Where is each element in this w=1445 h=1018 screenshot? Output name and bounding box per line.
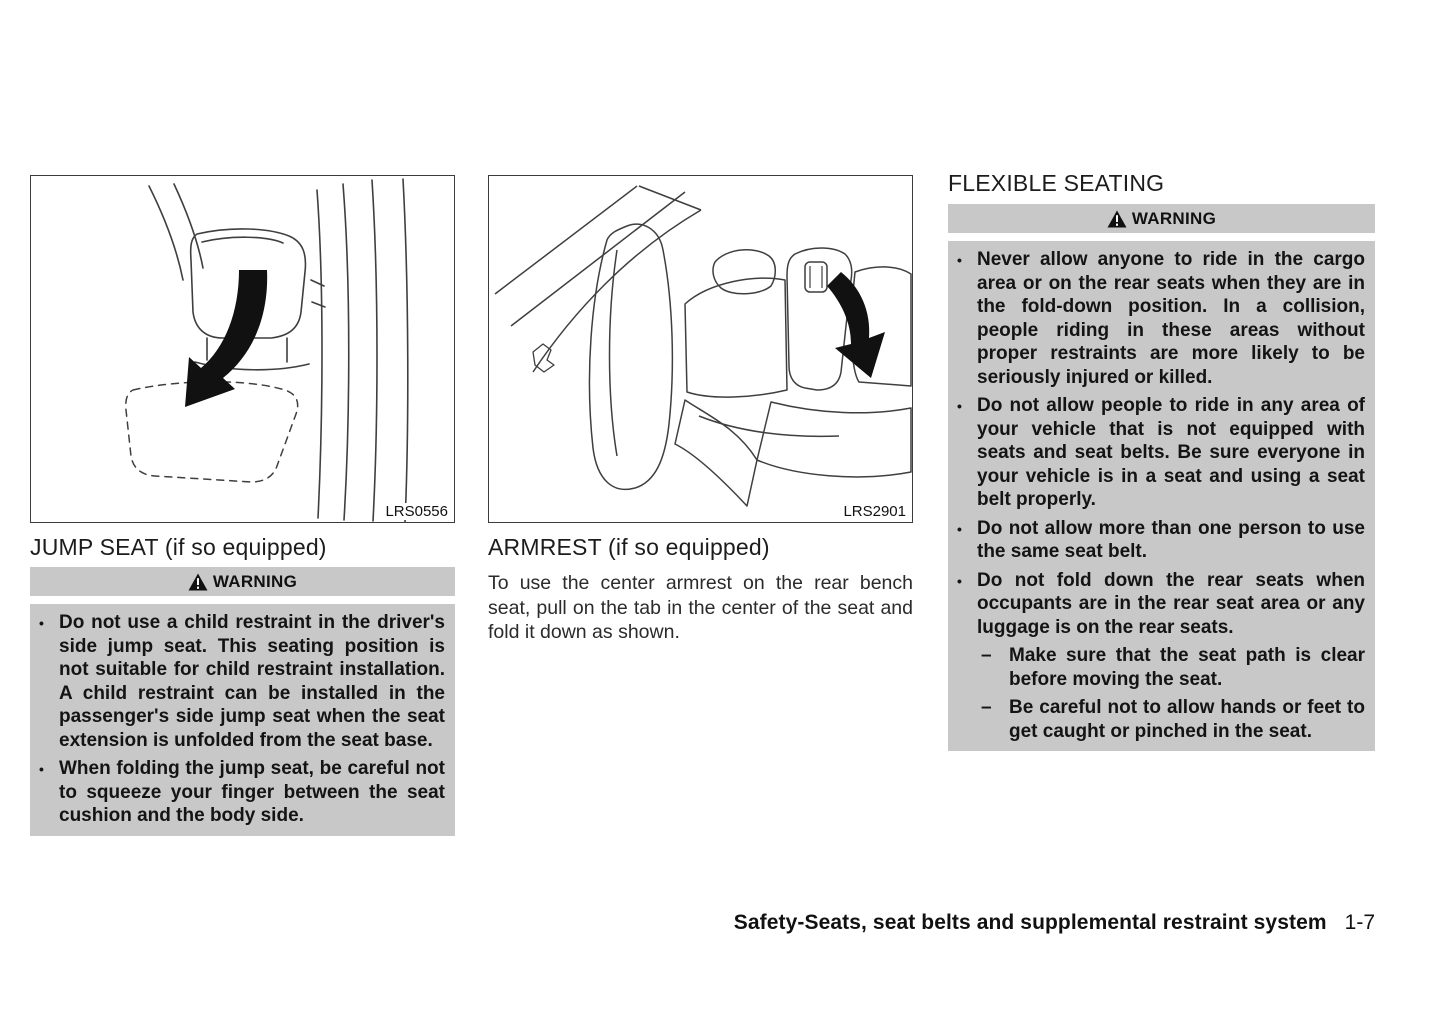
warning-bullet: Do not allow more than one person to use…: [948, 517, 1365, 564]
warning-triangle-icon: [1107, 210, 1127, 228]
armrest-heading: ARMREST (if so equipped): [488, 534, 770, 560]
warning-sub-bullet: Be careful not to allow hands or feet to…: [948, 696, 1365, 743]
footer-section-title: Safety-Seats, seat belts and supplementa…: [733, 911, 1327, 934]
warning-bullet: Do not allow people to ride in any area …: [948, 394, 1365, 512]
fold-arrow: [827, 272, 885, 378]
jump-seat-warning-header: WARNING: [30, 567, 455, 596]
figure-label: LRS0556: [382, 503, 451, 520]
footer-page-number: 1-7: [1344, 911, 1375, 934]
armrest-illustration: [494, 185, 912, 507]
warning-triangle-icon: [188, 573, 208, 591]
warning-sub-bullet: Make sure that the seat path is clear be…: [948, 644, 1365, 691]
armrest-section: LRS2901 ARMREST (if so equipped) To use …: [488, 175, 913, 645]
page-footer: Safety-Seats, seat belts and supplementa…: [734, 911, 1375, 935]
jump-seat-heading: JUMP SEAT (if so equipped): [30, 534, 327, 560]
armrest-figure: LRS2901: [488, 175, 913, 523]
armrest-body-text: To use the center armrest on the rear be…: [488, 572, 913, 643]
jump-seat-section: LRS0556 JUMP SEAT (if so equipped) WARNI…: [30, 175, 455, 836]
warning-title: WARNING: [1131, 208, 1217, 228]
warning-bullet: When folding the jump seat, be careful n…: [30, 757, 445, 828]
jump-seat-warning-box: Do not use a child restraint in the driv…: [30, 604, 455, 836]
warning-bullet: Do not use a child restraint in the driv…: [30, 611, 445, 752]
jump-seat-figure: LRS0556: [30, 175, 455, 523]
flexible-seating-warning-box: Never allow anyone to ride in the cargo …: [948, 241, 1375, 751]
warning-bullet: Never allow anyone to ride in the cargo …: [948, 248, 1365, 389]
fold-arrow: [185, 270, 268, 407]
warning-title: WARNING: [212, 571, 298, 591]
flexible-seating-section: FLEXIBLE SEATING WARNING Never allow any…: [948, 170, 1375, 751]
figure-label: LRS2901: [840, 503, 909, 520]
jump-seat-illustration: [125, 178, 409, 522]
flexible-seating-heading: FLEXIBLE SEATING: [948, 170, 1165, 196]
warning-bullet: Do not fold down the rear seats when occ…: [948, 569, 1365, 640]
flexible-seating-warning-header: WARNING: [948, 204, 1375, 233]
